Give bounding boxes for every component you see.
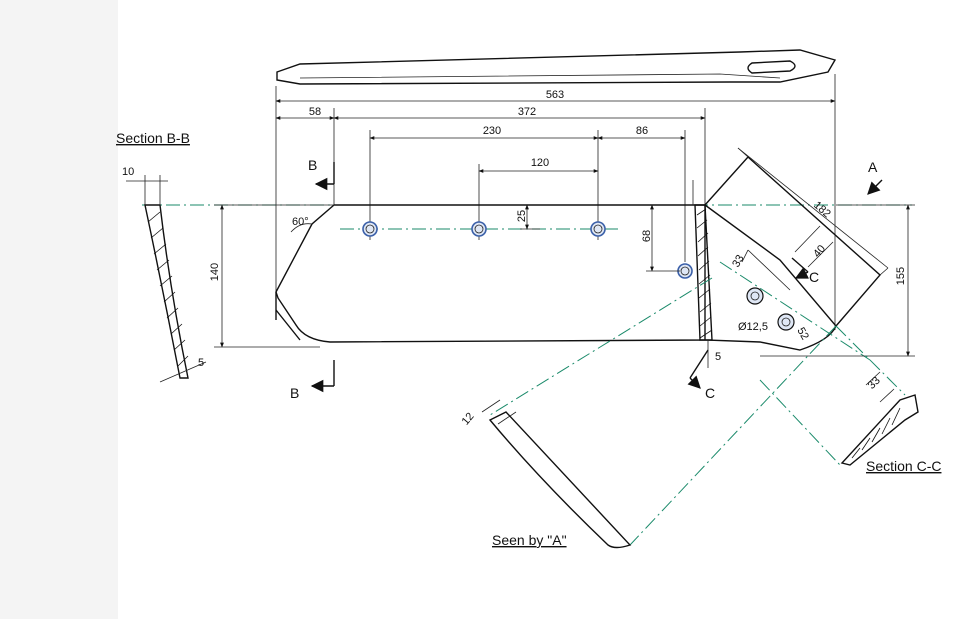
hatched-edge bbox=[694, 204, 713, 341]
mounting-hole-4 bbox=[677, 263, 693, 279]
top-view-inner-line bbox=[299, 73, 781, 79]
dim-overall-length: 563 bbox=[546, 89, 564, 101]
seen-by-a-title: Seen by "A" bbox=[492, 532, 567, 548]
view-mark-a: A bbox=[868, 159, 878, 175]
dim-hole-to-end: 86 bbox=[636, 125, 648, 137]
section-mark-c-right: C bbox=[809, 269, 819, 285]
dim-blade-length: 372 bbox=[518, 106, 536, 118]
dim-bb-thickness: 10 bbox=[122, 166, 134, 178]
dim-hole-pitch: 120 bbox=[531, 157, 549, 169]
dim-hole-row-depth: 25 bbox=[516, 210, 528, 222]
tip-hole-2 bbox=[777, 313, 795, 331]
dim-angle: 60° bbox=[292, 216, 309, 228]
dim-tip-hole-diameter: Ø12,5 bbox=[738, 321, 768, 333]
mounting-hole-3 bbox=[590, 221, 606, 237]
dim-height-right: 155 bbox=[895, 267, 907, 285]
dim-height-left: 140 bbox=[209, 263, 221, 281]
dim-tip-edge: 5 bbox=[715, 351, 721, 363]
dim-tip-hole-offset: 33 bbox=[730, 253, 747, 270]
seen-by-a-profile bbox=[488, 411, 632, 549]
dim-seen-a-thickness: 12 bbox=[460, 410, 477, 427]
dim-hole-span: 230 bbox=[483, 125, 501, 137]
section-mark-b-top: B bbox=[308, 157, 317, 173]
dim-cc-thickness: 33 bbox=[866, 375, 883, 392]
mounting-hole-1 bbox=[362, 221, 378, 237]
section-mark-c-bottom: C bbox=[705, 385, 715, 401]
mounting-hole-2 bbox=[471, 221, 487, 237]
top-view-outline bbox=[276, 49, 837, 85]
tip-hole-1 bbox=[746, 287, 764, 305]
drawing-sheet bbox=[118, 0, 960, 619]
top-view-slot bbox=[747, 60, 796, 74]
section-mark-b-bottom: B bbox=[290, 385, 299, 401]
dim-offset-left: 58 bbox=[309, 106, 321, 118]
section-cc-title: Section C-C bbox=[866, 458, 941, 474]
section-cc-profile bbox=[840, 394, 919, 466]
section-bb-profile bbox=[144, 204, 189, 379]
tip-outline bbox=[704, 156, 881, 327]
dim-tip-offset: 40 bbox=[811, 243, 828, 260]
dim-hole-depth-right: 68 bbox=[641, 230, 653, 242]
dim-bb-bottom: 5 bbox=[198, 357, 204, 369]
section-bb-title: Section B-B bbox=[116, 130, 190, 146]
dim-tip-hole-pitch: 52 bbox=[794, 326, 811, 343]
